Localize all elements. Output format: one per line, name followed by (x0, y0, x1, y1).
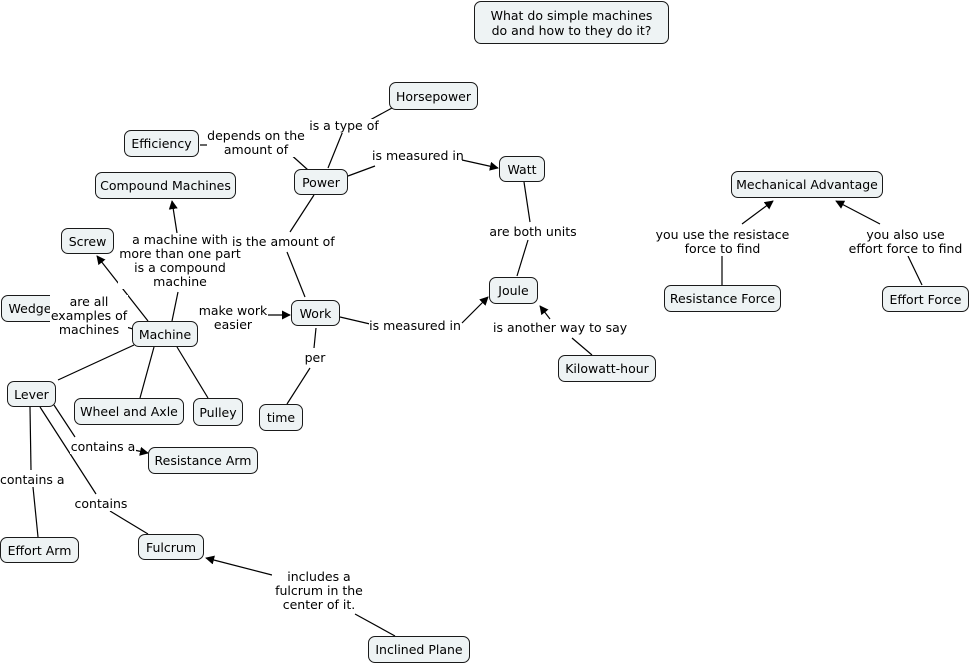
line-label-contains-a-effort-to-effort-arm (32, 486, 39, 538)
node-resistance-arm[interactable]: Resistance Arm (148, 447, 258, 474)
line-kilowatt-to-label-another (571, 337, 593, 356)
node-efficiency[interactable]: Efficiency (124, 130, 199, 157)
line-effort-force-to-label (907, 255, 923, 286)
node-watt[interactable]: Watt (499, 156, 545, 182)
line-lever-to-label-contains-a-effort (29, 406, 32, 471)
line-machine-to-label-compound (171, 291, 179, 322)
link-examples-of-machines: are all examples of machines (50, 294, 128, 337)
node-inclined-plane[interactable]: Inclined Plane (368, 636, 470, 663)
link-is-a-type-of: is a type of (309, 118, 379, 133)
line-label-units-to-joule (516, 239, 529, 277)
node-wedge[interactable]: Wedge (1, 295, 59, 322)
line-inclined-plane-to-label (354, 613, 396, 637)
line-label-to-fulcrum (205, 555, 273, 576)
line-label-to-mechanical-advantage-2 (835, 200, 881, 225)
node-kilowatt-hour[interactable]: Kilowatt-hour (558, 355, 656, 382)
node-time[interactable]: time (259, 404, 303, 431)
line-lever-to-label-contains-a (53, 404, 76, 438)
link-contains: contains (73, 496, 129, 511)
line-machine-to-pulley (176, 346, 209, 399)
line-label-another-to-joule (539, 305, 551, 320)
line-watt-to-label-units (523, 181, 531, 223)
link-depends-on: depends on the amount of (207, 128, 305, 157)
line-label-type-to-horsepower (369, 107, 393, 121)
link-includes-fulcrum: includes a fulcrum in the center of it. (272, 570, 366, 612)
link-make-work-easier: make work easier (198, 303, 268, 332)
node-compound-machines[interactable]: Compound Machines (95, 172, 236, 199)
link-resistance-to-find: you use the resistace force to find (655, 227, 790, 256)
link-is-the-amount-of: is the amount of (232, 234, 335, 249)
line-machine-to-lever (57, 344, 135, 381)
line-label-to-mechanical-advantage-1 (741, 200, 774, 225)
node-lever[interactable]: Lever (7, 381, 56, 407)
line-power-to-label-measured (347, 165, 376, 177)
node-wheel-and-axle[interactable]: Wheel and Axle (74, 398, 184, 425)
node-fulcrum[interactable]: Fulcrum (138, 534, 204, 560)
node-effort-force[interactable]: Effort Force (882, 286, 969, 312)
node-work[interactable]: Work (291, 300, 340, 326)
node-pulley[interactable]: Pulley (193, 398, 243, 426)
node-power[interactable]: Power (294, 169, 348, 195)
link-work-measured-in: is measured in (369, 318, 461, 333)
focus-question: What do simple machines do and how to th… (474, 1, 669, 44)
line-work-to-label-amount (286, 251, 306, 298)
line-lever-to-label-contains (39, 406, 97, 495)
link-another-way-to-say: is another way to say (493, 320, 628, 335)
node-horsepower[interactable]: Horsepower (389, 82, 478, 110)
line-label-contains-to-fulcrum (109, 510, 149, 535)
line-work-to-label-measured (339, 316, 371, 325)
line-machine-to-wheel-and-axle (139, 346, 155, 399)
link-per: per (302, 351, 328, 365)
node-machine[interactable]: Machine (132, 321, 198, 347)
line-label-per-to-time (286, 367, 311, 405)
link-power-measured-in: is measured in (372, 148, 464, 163)
node-resistance-force[interactable]: Resistance Force (664, 285, 781, 312)
link-both-units: are both units (488, 224, 578, 239)
node-effort-arm[interactable]: Effort Arm (0, 537, 79, 563)
link-compound-definition: a machine with more than one part is a c… (118, 232, 242, 289)
line-power-to-label-type (327, 125, 346, 169)
node-joule[interactable]: Joule (489, 277, 538, 304)
link-effort-to-find: you also use effort force to find (848, 227, 963, 256)
line-label-measured-to-watt (461, 159, 499, 171)
node-screw[interactable]: Screw (61, 228, 114, 254)
line-label-compound-to-compound-machines (168, 200, 178, 234)
line-label-amount-to-power (289, 194, 315, 233)
line-work-to-label-per (313, 327, 317, 349)
line-label-contains-a-to-resistance-arm (133, 446, 149, 456)
link-contains-a-resistance-arm: contains a (70, 439, 136, 454)
link-contains-a-effort-arm: contains a (0, 472, 65, 487)
node-mechanical-advantage[interactable]: Mechanical Advantage (731, 171, 883, 198)
line-label-measured-to-joule (461, 296, 489, 324)
